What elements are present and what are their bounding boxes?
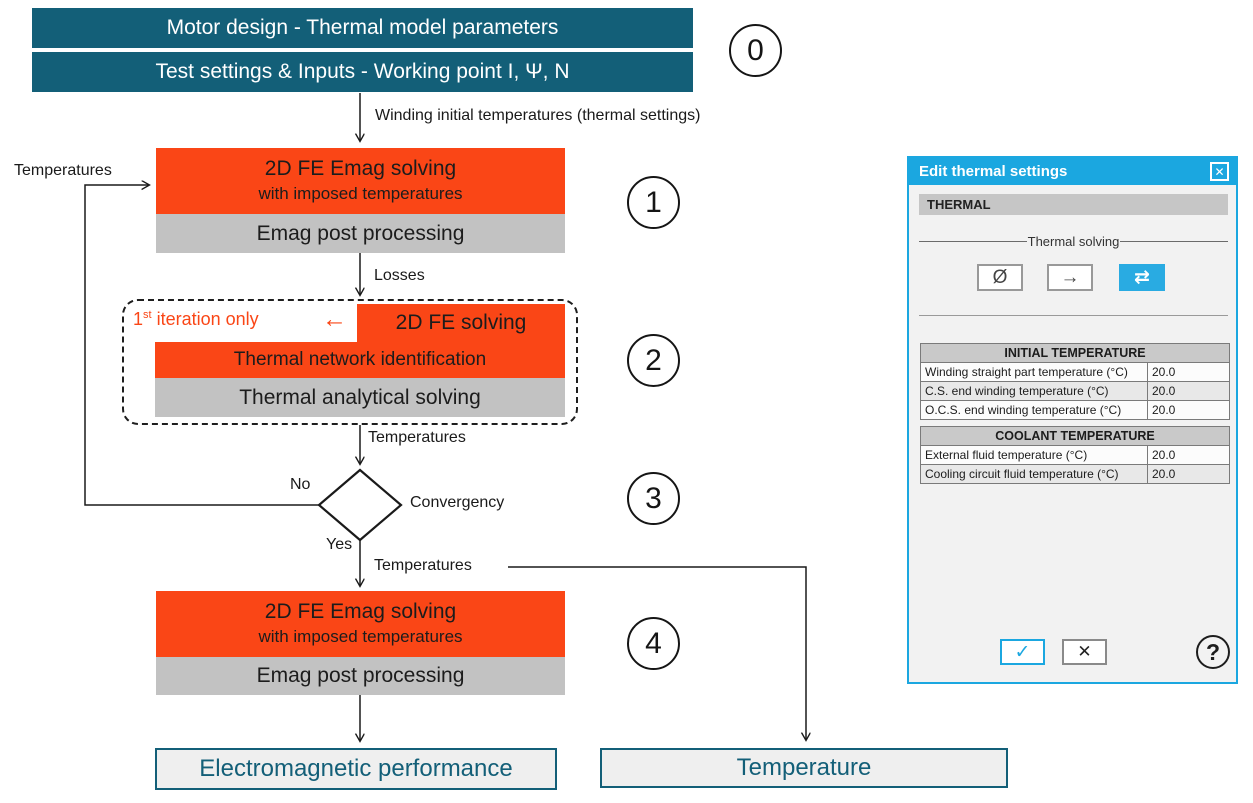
- step1-post-label: Emag post processing: [256, 222, 465, 245]
- winding-straight-temp-field[interactable]: 20.0: [1147, 362, 1230, 382]
- dialog-separator: [919, 315, 1228, 316]
- edit-thermal-settings-dialog: Edit thermal settings ✕ THERMAL Thermal …: [907, 156, 1238, 684]
- thermal-solving-label: Thermal solving: [1027, 234, 1120, 249]
- coolant-temperature-header: COOLANT TEMPERATURE: [920, 426, 1230, 446]
- cancel-button[interactable]: ✕: [1062, 639, 1107, 665]
- row-label: C.S. end winding temperature (°C): [920, 381, 1148, 401]
- coolant-temperature-table: COOLANT TEMPERATURE External fluid tempe…: [920, 426, 1230, 484]
- table-header-row: INITIAL TEMPERATURE: [920, 343, 1230, 363]
- step2-analytical-solving-label: Thermal analytical solving: [239, 386, 481, 409]
- check-icon: ✓: [1014, 641, 1031, 663]
- step-badge-2-label: 2: [645, 343, 662, 377]
- step-badge-0: 0: [729, 24, 782, 77]
- initial-temperature-table: INITIAL TEMPERATURE Winding straight par…: [920, 343, 1230, 420]
- step1-subtitle: with imposed temperatures: [258, 184, 463, 203]
- step4-post-processing-box: Emag post processing: [156, 657, 565, 695]
- close-icon: ✕: [1214, 164, 1225, 179]
- row-label: Winding straight part temperature (°C): [920, 362, 1148, 382]
- iterative-solving-button[interactable]: ⇄: [1119, 264, 1165, 291]
- initial-temperature-header: INITIAL TEMPERATURE: [920, 343, 1230, 363]
- legend-line-left: [919, 241, 1027, 242]
- question-mark-icon: ?: [1205, 638, 1221, 665]
- table-row: External fluid temperature (°C) 20.0: [920, 445, 1230, 465]
- step2-fe-solving-box: 2D FE solving: [357, 304, 565, 342]
- label-temperatures-yes: Temperatures: [374, 557, 472, 574]
- input-box-motor-design-label: Motor design - Thermal model parameters: [166, 16, 559, 39]
- step-badge-2: 2: [627, 334, 680, 387]
- thermal-solving-group: Thermal solving: [919, 234, 1229, 249]
- step4-subtitle: with imposed temperatures: [258, 627, 463, 646]
- step-badge-3: 3: [627, 472, 680, 525]
- step-badge-1-label: 1: [645, 185, 662, 219]
- row-label: Cooling circuit fluid temperature (°C): [920, 464, 1148, 484]
- step4-post-label: Emag post processing: [256, 664, 465, 687]
- step-badge-3-label: 3: [645, 481, 662, 515]
- cancel-x-icon: ✕: [1077, 642, 1092, 661]
- thermal-section-header: THERMAL: [919, 194, 1228, 215]
- no-thermal-solving-button[interactable]: Ø: [977, 264, 1023, 291]
- cs-end-winding-temp-field[interactable]: 20.0: [1147, 381, 1230, 401]
- dialog-titlebar[interactable]: Edit thermal settings ✕: [909, 158, 1236, 185]
- label-temperatures-feedback: Temperatures: [14, 162, 112, 179]
- dialog-title: Edit thermal settings: [919, 163, 1068, 180]
- step2-network-identification-label: Thermal network identification: [233, 349, 487, 370]
- input-box-test-settings: Test settings & Inputs - Working point I…: [32, 52, 693, 92]
- single-pass-icon: →: [1060, 266, 1080, 288]
- ok-button[interactable]: ✓: [1000, 639, 1045, 665]
- first-iteration-note-sup: st: [143, 309, 152, 321]
- table-row: O.C.S. end winding temperature (°C) 20.0: [920, 400, 1230, 420]
- dialog-close-button[interactable]: ✕: [1210, 162, 1229, 181]
- table-row: C.S. end winding temperature (°C) 20.0: [920, 381, 1230, 401]
- label-no: No: [290, 476, 311, 493]
- label-temperatures-mid: Temperatures: [368, 429, 466, 446]
- label-winding-initial-temperatures: Winding initial temperatures (thermal se…: [375, 107, 701, 124]
- table-header-row: COOLANT TEMPERATURE: [920, 426, 1230, 446]
- step-badge-0-label: 0: [747, 33, 764, 67]
- step2-analytical-solving-box: Thermal analytical solving: [155, 378, 565, 417]
- input-box-motor-design: Motor design - Thermal model parameters: [32, 8, 693, 48]
- no-solving-icon: Ø: [992, 266, 1008, 288]
- first-iteration-note: 1st iteration only: [133, 309, 259, 330]
- left-arrow-glyph: ←: [322, 305, 347, 333]
- legend-line-right: [1120, 241, 1229, 242]
- label-convergency: Convergency: [410, 494, 505, 511]
- step1-title: 2D FE Emag solving: [264, 157, 457, 180]
- first-iteration-left-arrow-icon: ←: [322, 305, 347, 334]
- step4-title: 2D FE Emag solving: [264, 600, 457, 623]
- help-button[interactable]: ?: [1196, 635, 1230, 669]
- step2-network-identification-box: Thermal network identification: [155, 342, 565, 378]
- output-emag-performance-label: Electromagnetic performance: [199, 755, 513, 782]
- label-yes: Yes: [326, 536, 353, 553]
- cooling-circuit-fluid-temp-field[interactable]: 20.0: [1147, 464, 1230, 484]
- single-pass-solving-button[interactable]: →: [1047, 264, 1093, 291]
- external-fluid-temp-field[interactable]: 20.0: [1147, 445, 1230, 465]
- label-losses: Losses: [374, 267, 425, 284]
- step-badge-4: 4: [627, 617, 680, 670]
- step1-post-processing-box: Emag post processing: [156, 214, 565, 253]
- ocs-end-winding-temp-field[interactable]: 20.0: [1147, 400, 1230, 420]
- step2-fe-solving-label: 2D FE solving: [395, 311, 527, 334]
- row-label: O.C.S. end winding temperature (°C): [920, 400, 1148, 420]
- first-iteration-note-rest: iteration only: [151, 309, 259, 329]
- output-emag-performance-box: Electromagnetic performance: [155, 748, 557, 790]
- table-row: Winding straight part temperature (°C) 2…: [920, 362, 1230, 382]
- step-badge-1: 1: [627, 176, 680, 229]
- row-label: External fluid temperature (°C): [920, 445, 1148, 465]
- table-row: Cooling circuit fluid temperature (°C) 2…: [920, 464, 1230, 484]
- iterative-solving-icon: ⇄: [1134, 267, 1150, 288]
- convergency-decision-diamond: [317, 468, 403, 542]
- step-badge-4-label: 4: [645, 626, 662, 660]
- first-iteration-note-num: 1: [133, 309, 144, 329]
- output-temperature-label: Temperature: [736, 754, 872, 781]
- step4-emag-solving-box: 2D FE Emag solving with imposed temperat…: [156, 591, 565, 657]
- output-temperature-box: Temperature: [600, 748, 1008, 788]
- input-box-test-settings-label: Test settings & Inputs - Working point I…: [155, 60, 570, 83]
- step1-emag-solving-box: 2D FE Emag solving with imposed temperat…: [156, 148, 565, 214]
